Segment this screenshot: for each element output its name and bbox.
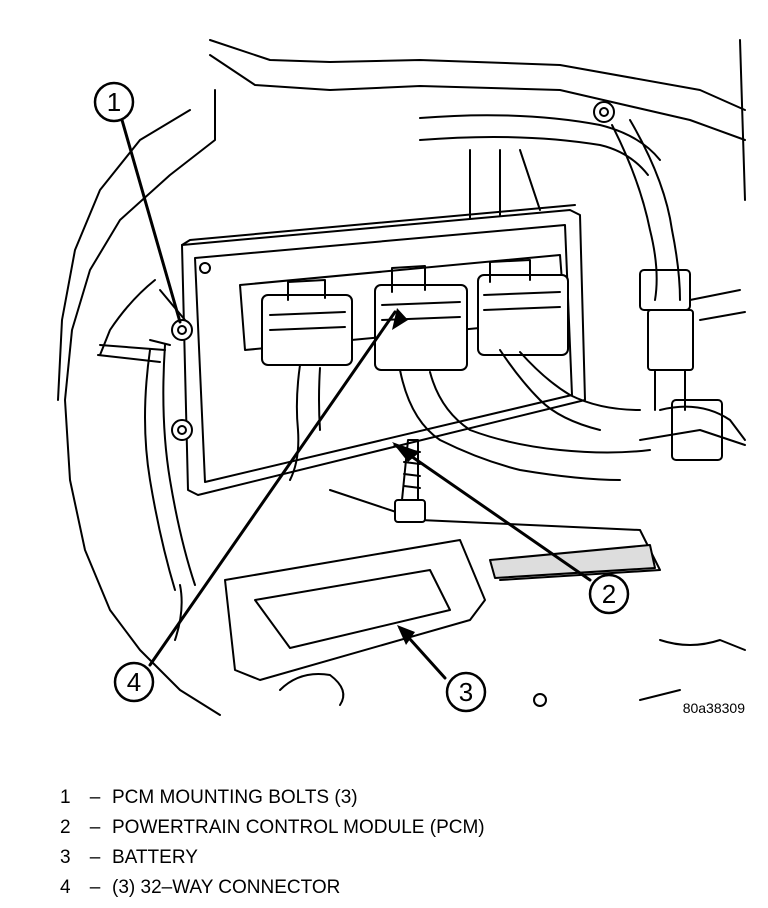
callout-circle-1 (93, 81, 135, 123)
figure-id: 80a38309 (682, 700, 745, 716)
callout-number-2: 2 (602, 579, 616, 609)
callout-number-4: 4 (127, 667, 141, 697)
callout-circle-3 (445, 671, 487, 713)
callout-circle-2 (588, 573, 630, 615)
legend-number: 4 (60, 877, 71, 898)
32-way-connectors (239, 254, 569, 371)
callout-number-1: 1 (107, 87, 121, 117)
legend-text: BATTERY (112, 847, 198, 868)
fender-outline (57, 39, 746, 716)
legend: 1 – PCM MOUNTING BOLTS (3) 2 – POWERTRAI… (60, 783, 485, 903)
callout-circles (93, 81, 630, 713)
legend-dash: – (89, 787, 101, 808)
legend-number: 3 (60, 847, 71, 868)
arrowhead-3 (397, 625, 415, 645)
legend-item: 4 – (3) 32–WAY CONNECTOR (60, 873, 485, 903)
leader-line-2 (393, 443, 592, 582)
arrowhead-2 (392, 442, 420, 462)
legend-item: 1 – PCM MOUNTING BOLTS (3) (60, 783, 485, 813)
upper-wiring-harness (419, 101, 681, 301)
legend-number: 1 (60, 787, 71, 808)
battery (224, 439, 746, 707)
callout-circle-4 (113, 661, 155, 703)
callout-number-3: 3 (459, 677, 473, 707)
leader-line-1 (120, 118, 182, 324)
legend-number: 2 (60, 817, 71, 838)
connector-harness (289, 349, 746, 481)
legend-dash: – (89, 817, 101, 838)
legend-item: 3 – BATTERY (60, 843, 485, 873)
legend-text: PCM MOUNTING BOLTS (3) (112, 787, 358, 808)
pcm-mounting-bolts (149, 262, 211, 441)
legend-text: (3) 32–WAY CONNECTOR (112, 877, 341, 898)
pcm-location-illustration: 1 2 3 4 (57, 39, 746, 716)
leader-line-4 (148, 310, 397, 667)
legend-item: 2 – POWERTRAIN CONTROL MODULE (PCM) (60, 813, 485, 843)
legend-text: POWERTRAIN CONTROL MODULE (PCM) (112, 817, 485, 838)
legend-dash: – (89, 847, 101, 868)
arrowhead-4 (392, 308, 408, 330)
right-side-connector (639, 269, 746, 461)
left-harness (97, 279, 196, 641)
legend-dash: – (89, 877, 101, 898)
